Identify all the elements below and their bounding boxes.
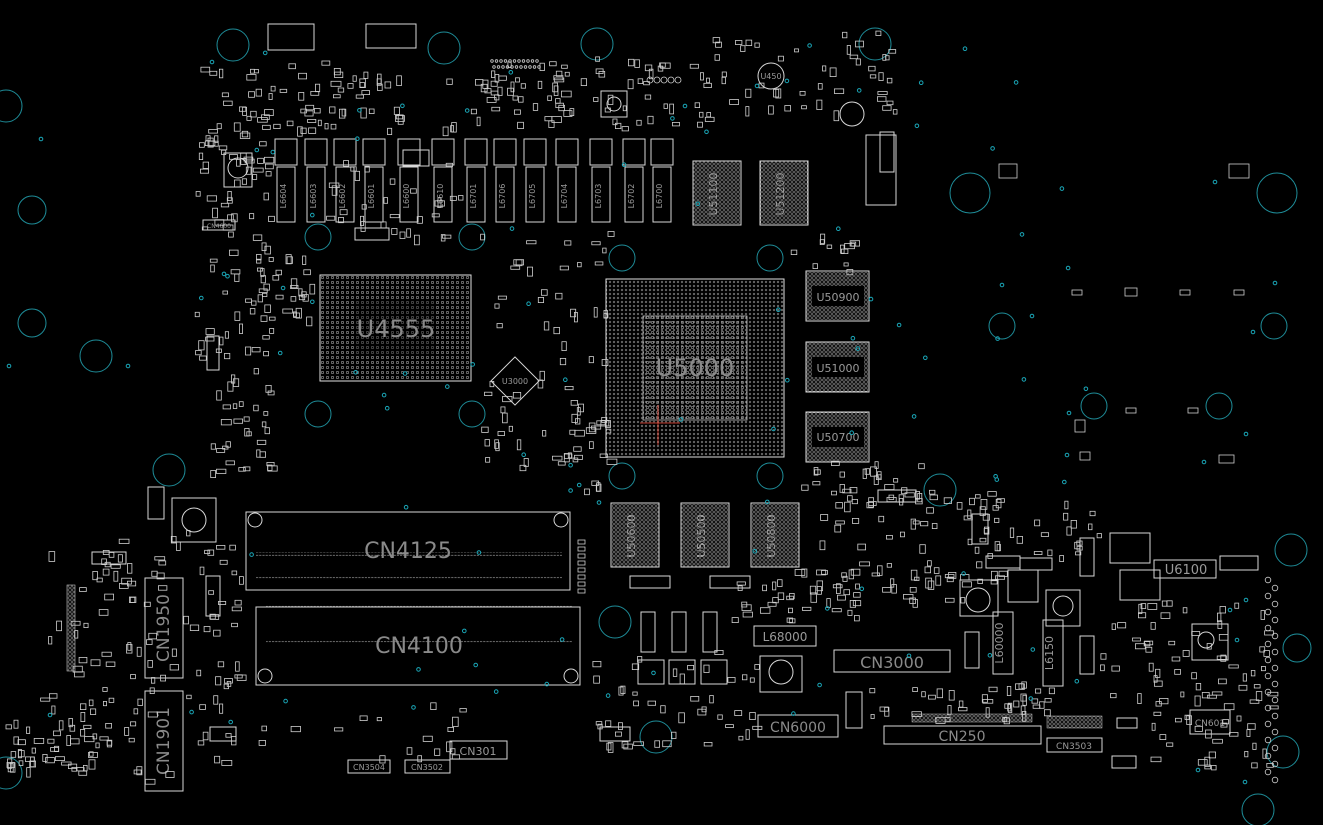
vram-u50800[interactable]: U50800 (750, 502, 800, 568)
cn6000-label: CN6000 (770, 720, 826, 736)
u50600-label: U50600 (625, 514, 638, 557)
connector-cn3502[interactable]: CN3502 (404, 759, 451, 774)
inductor-l6703[interactable]: L6703 (589, 138, 613, 223)
inductor-l6705[interactable]: L6705 (523, 138, 547, 223)
connector-cn3504[interactable]: CN3504 (347, 759, 391, 774)
chip-u3000[interactable]: U3000 (490, 356, 540, 406)
inductor-label: L6700 (655, 184, 664, 209)
inductor-label: L6705 (528, 184, 537, 209)
inductor-l6702[interactable]: L6702 (622, 138, 646, 223)
inductor-l6603[interactable]: L6603 (304, 138, 328, 223)
cn3502-label: CN3502 (411, 763, 443, 772)
u5000-label: U5000 (656, 354, 735, 382)
chip-u6100[interactable]: U6100 (1153, 559, 1217, 579)
cn250-label: CN250 (939, 729, 986, 745)
inductor-label: L6604 (279, 184, 288, 209)
inductor-row: L6604 L6603 L6602 L6601 L6600 L6610 L6701 L6706… (274, 138, 674, 223)
connector-cn1950[interactable]: CN1950 (144, 577, 184, 679)
inductor-label: L6610 (436, 184, 445, 209)
vram-u50600[interactable]: U50600 (610, 502, 660, 568)
inductor-l6700[interactable]: L6700 (650, 138, 674, 223)
cn3000-label: CN3000 (860, 653, 924, 672)
connector-cn3503[interactable]: CN3503 (1046, 715, 1103, 753)
connector-cn4125[interactable]: CN4125 (245, 511, 571, 591)
inductor-label: L6602 (338, 184, 347, 209)
u50500-label: U50500 (695, 514, 708, 557)
cn3504-label: CN3504 (353, 763, 385, 772)
chip-u4555[interactable]: U4555 (319, 274, 472, 382)
mounting-holes (0, 27, 1312, 825)
inductor-label: L6703 (594, 184, 603, 209)
u450-label: U450 (760, 72, 781, 81)
inductor-l6601[interactable]: L6601 (362, 138, 386, 223)
inductor-l6600[interactable]: L6600 (397, 138, 421, 223)
connector-cn250[interactable]: CN250 (883, 713, 1042, 745)
l60000-label: L60000 (993, 622, 1006, 663)
connector-cn4100[interactable]: CN4100 (255, 604, 581, 686)
inductor-label: L6702 (627, 184, 636, 209)
inductor-label: L6701 (469, 184, 478, 209)
cn601-label: CN601 (1195, 719, 1225, 729)
vias (6, 43, 1278, 785)
inductor-l6701[interactable]: L6701 (464, 138, 488, 223)
connector-cn3000[interactable]: CN3000 (833, 649, 951, 673)
u6100-label: U6100 (1165, 563, 1208, 578)
side-pin-strip (66, 584, 76, 672)
cn4125-label: CN4125 (364, 539, 452, 564)
inductor-l6704[interactable]: L6704 (555, 138, 579, 223)
cursor-marker (640, 405, 680, 445)
inductor-l6602[interactable]: L6602 (333, 138, 357, 223)
connector-cn6000[interactable]: CN6000 (757, 714, 839, 738)
inductor-l6610[interactable]: L6610 (431, 138, 455, 223)
cn3503-label: CN3503 (1056, 742, 1092, 752)
u51200-label: U51200 (774, 172, 787, 215)
l68000-label: L68000 (763, 630, 808, 644)
inductor-l6604[interactable]: L6604 (274, 138, 298, 223)
u50700-label: U50700 (816, 431, 859, 444)
inductor-label: L6600 (402, 184, 411, 209)
cn1901-label: CN1901 (154, 707, 174, 775)
u51100-label: U51100 (707, 172, 720, 215)
u51000-label: U51000 (816, 362, 859, 375)
vram-u51100[interactable]: U51100 (692, 160, 742, 226)
l6150-label: L6150 (1043, 636, 1056, 670)
u4555-label: U4555 (357, 315, 436, 343)
u3000-label: U3000 (502, 377, 528, 386)
vram-u50900[interactable]: U50900 (805, 270, 870, 322)
right-pads (91, 23, 1259, 769)
connector-cn601[interactable]: CN601 (1189, 709, 1231, 735)
inductor-label: L6704 (560, 184, 569, 209)
inductor-label: L6603 (309, 184, 318, 209)
inductor-label: L6601 (367, 184, 376, 209)
chip-u450[interactable]: U450 (757, 62, 785, 90)
cn4100-label: CN4100 (375, 634, 463, 659)
cn4600-label: CN4600 (207, 223, 231, 230)
inductor-l6150[interactable]: L6150 (1042, 619, 1064, 687)
inductor-l68000[interactable]: L68000 (753, 625, 817, 647)
chip-u5000[interactable]: U5000 (605, 278, 785, 458)
u50800-label: U50800 (765, 514, 778, 557)
inductor-label: L6706 (498, 184, 507, 209)
inductor-l6706[interactable]: L6706 (493, 138, 517, 223)
connector-cn1901[interactable]: CN1901 (144, 690, 184, 792)
small-components (5, 30, 1279, 785)
u50900-label: U50900 (816, 291, 859, 304)
vram-u50500[interactable]: U50500 (680, 502, 730, 568)
vram-u50700[interactable]: U50700 (805, 411, 870, 463)
connector-cn301[interactable]: CN301 (449, 740, 508, 760)
inductor-l60000[interactable]: L60000 (992, 611, 1014, 675)
cn301-label: CN301 (460, 745, 497, 758)
cn1950-label: CN1950 (154, 594, 174, 662)
vram-u51200[interactable]: U51200 (759, 160, 809, 226)
